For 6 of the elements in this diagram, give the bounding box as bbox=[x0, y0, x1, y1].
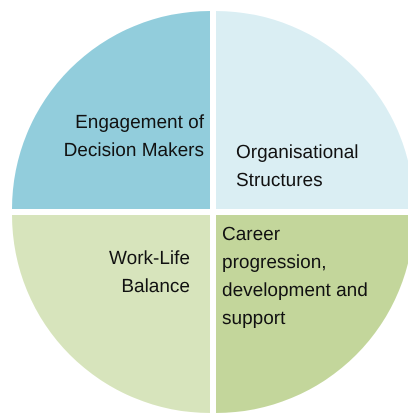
segment-label: Career progression, development and support bbox=[222, 223, 369, 331]
segment-label: Work-Life Balance bbox=[108, 247, 190, 299]
quadrant-segment bbox=[216, 215, 408, 413]
segment-label: Organisational Structures bbox=[236, 141, 360, 193]
quadrant-segment bbox=[216, 11, 408, 209]
segment-label: Engagement of Decision Makers bbox=[62, 111, 204, 163]
